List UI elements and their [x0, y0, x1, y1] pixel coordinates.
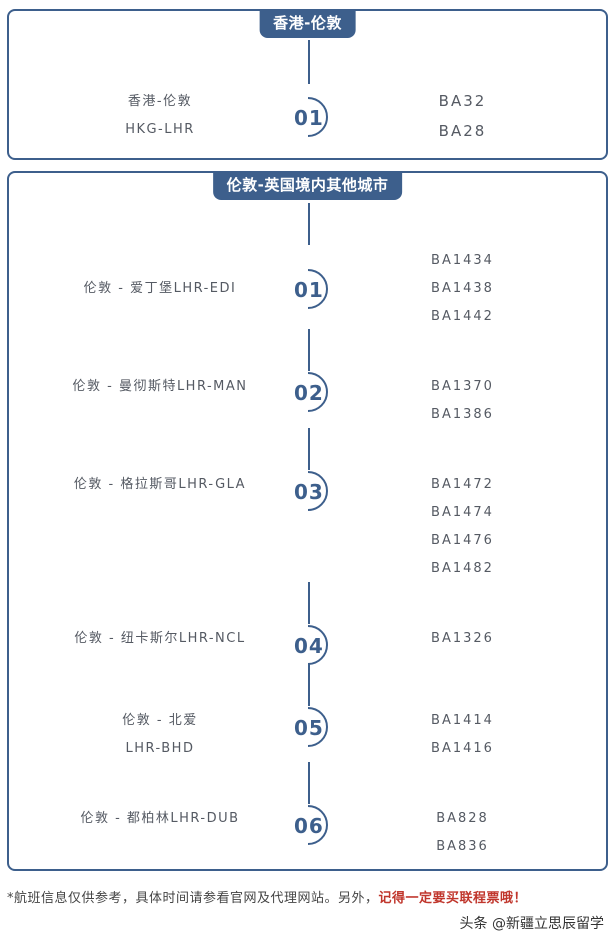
row-number: 05 — [294, 716, 324, 740]
timeline-arc-icon — [307, 372, 328, 412]
footnote: *航班信息仅供参考，具体时间请参看官网及代理网站。另外，记得一定要买联程票哦！ — [7, 885, 607, 913]
route-label: 伦敦 - 北爱 LHR-BHD — [122, 713, 198, 756]
flight-list: BA1414 BA1416 — [431, 713, 494, 756]
row-number: 01 — [294, 278, 324, 302]
flight-list: BA828 BA836 — [436, 811, 489, 854]
row-number: 04 — [294, 634, 324, 658]
watermark: 头条 @新疆立思辰留学 — [459, 916, 604, 932]
section-title: 香港-伦敦 — [259, 9, 356, 38]
route-label: 伦敦 - 爱丁堡LHR-EDI — [83, 281, 237, 296]
section-hk-london: 香港-伦敦 — [7, 9, 608, 160]
flight-list: BA1434 BA1438 BA1442 — [431, 253, 494, 324]
footnote-text: *航班信息仅供参考，具体时间请参看官网及代理网站。另外， — [7, 891, 379, 906]
section-london-uk: 伦敦-英国境内其他城市 — [7, 171, 608, 871]
row-number: 03 — [294, 480, 324, 504]
timeline-line — [308, 762, 310, 804]
timeline-arc-icon — [307, 269, 328, 309]
timeline-line — [308, 329, 310, 371]
row-number: 01 — [294, 106, 324, 130]
route-label: 伦敦 - 纽卡斯尔LHR-NCL — [74, 631, 246, 646]
timeline-line — [308, 582, 310, 624]
row-number: 06 — [294, 814, 324, 838]
timeline-line — [308, 203, 310, 245]
timeline-arc-icon — [307, 97, 328, 137]
footnote-highlight: 记得一定要买联程票哦！ — [378, 891, 528, 906]
route-label: 伦敦 - 都柏林LHR-DUB — [80, 811, 240, 826]
route-label: 香港-伦敦 HKG-LHR — [125, 94, 195, 137]
flight-list: BA32 BA28 — [438, 92, 487, 140]
timeline-arc-icon — [307, 805, 328, 845]
timeline-line — [308, 664, 310, 706]
timeline-line — [308, 40, 310, 84]
route-label: 伦敦 - 曼彻斯特LHR-MAN — [72, 379, 248, 394]
timeline-line — [308, 428, 310, 470]
timeline-arc-icon — [307, 625, 328, 665]
section-title: 伦敦-英国境内其他城市 — [212, 171, 403, 200]
flight-list: BA1326 — [431, 631, 494, 646]
flight-list: BA1472 BA1474 BA1476 BA1482 — [431, 477, 494, 576]
route-label: 伦敦 - 格拉斯哥LHR-GLA — [73, 477, 247, 492]
timeline-arc-icon — [307, 707, 328, 747]
row-number: 02 — [294, 381, 324, 405]
flight-list: BA1370 BA1386 — [431, 379, 494, 422]
timeline-arc-icon — [307, 471, 328, 511]
